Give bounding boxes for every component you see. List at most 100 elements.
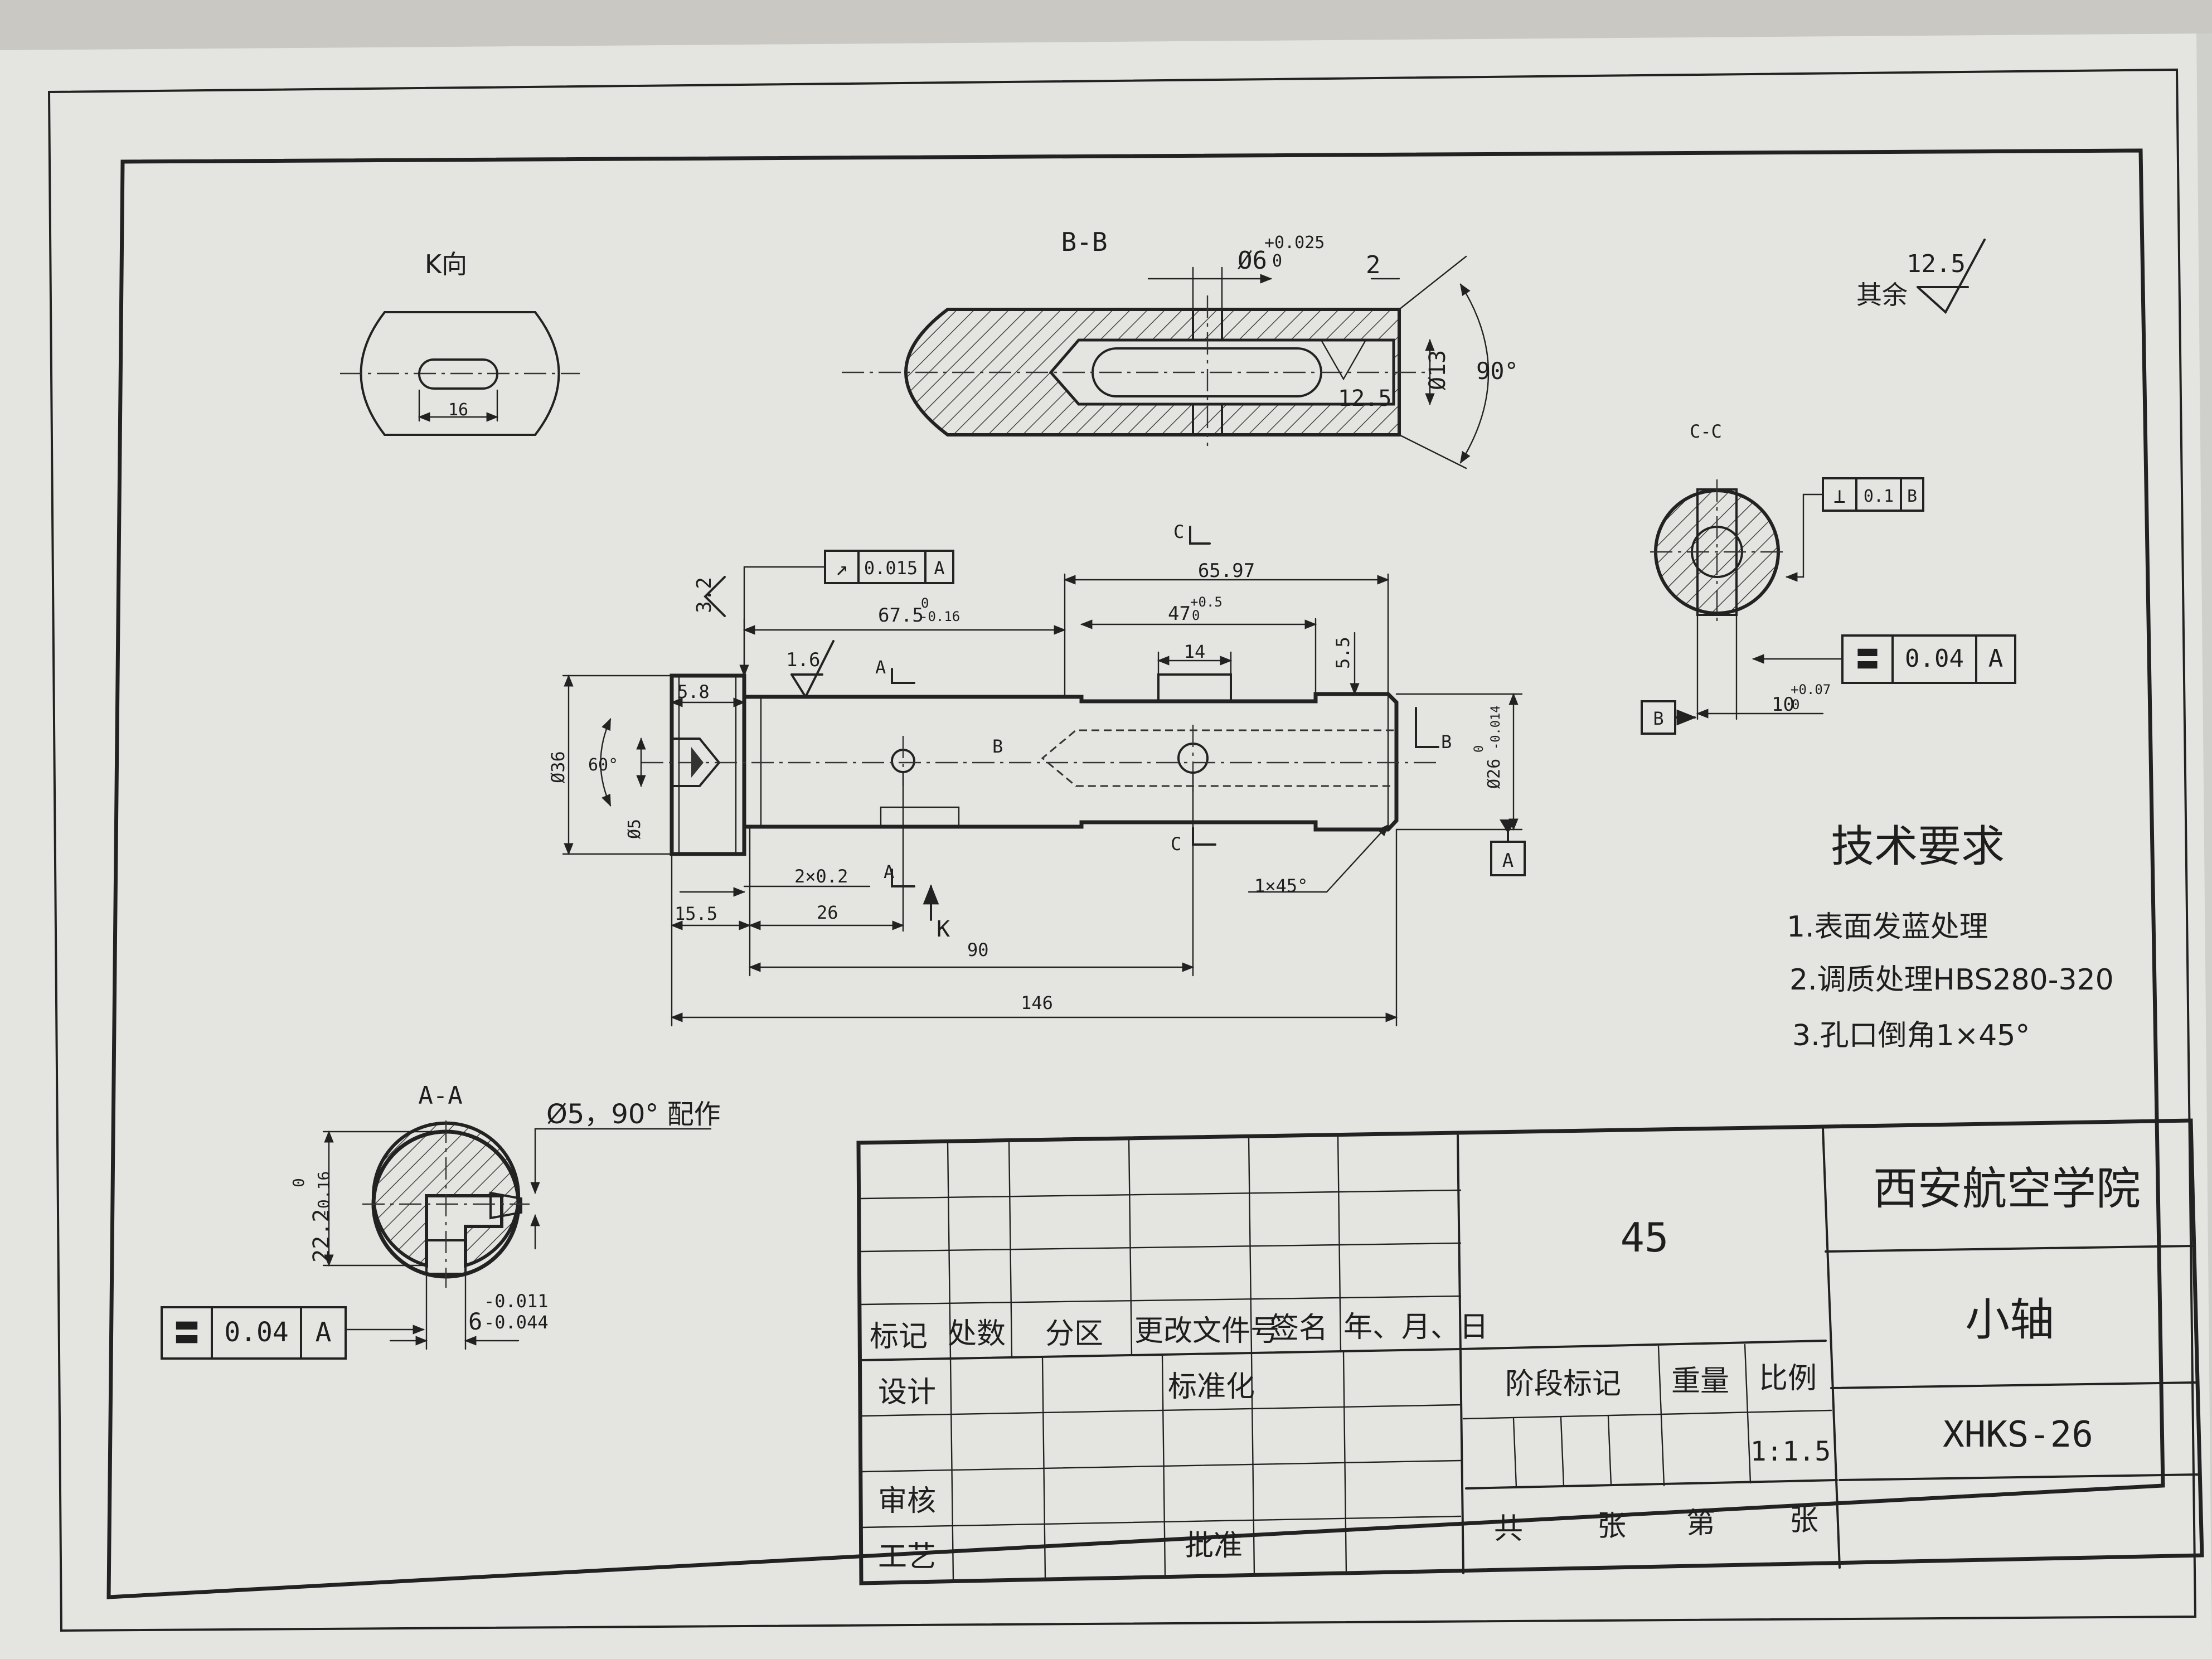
aa-width-tol-lower: -0.044 — [484, 1312, 549, 1333]
dim-47-upper: +0.5 — [1190, 594, 1223, 610]
roughness-end-symbol — [704, 576, 726, 617]
tb-design: 设计 — [878, 1376, 936, 1409]
k-view-outline — [360, 311, 560, 436]
k-view-slot — [418, 358, 498, 390]
datum-a: A — [1502, 850, 1514, 872]
runout-value: 0.015 — [864, 557, 918, 579]
datum-a-box — [1490, 841, 1526, 876]
aa-sym-symbol: 〓 — [173, 1318, 200, 1349]
cc-width-dim: 10 — [1772, 693, 1794, 716]
tb-signature: 签名 — [1270, 1312, 1328, 1345]
tb-standardize: 标准化 — [1168, 1370, 1255, 1404]
roughness-rest: 其余 12.5 — [1856, 239, 1986, 314]
dim-47-lower: 0 — [1192, 608, 1200, 623]
tb-school: 西安航空学院 — [1873, 1163, 2141, 1215]
dim-146: 146 — [1021, 992, 1053, 1013]
section-c-top: C — [1173, 521, 1184, 542]
tb-sheet-no: 第 — [1686, 1507, 1715, 1540]
bb-view: B-B Ø6 +0.025 0 2 Ø13 90° 12.5 — [842, 227, 1519, 469]
dim-d5: Ø5 — [625, 819, 644, 839]
tb-drawing-no: XHKS-26 — [1943, 1414, 2093, 1456]
dim-55: 5.5 — [1332, 637, 1354, 669]
roughness-end: 3.2 — [693, 577, 716, 613]
section-a-top: A — [875, 657, 886, 678]
keyway-top — [1157, 673, 1232, 702]
bb-hole-dim: Ø6 — [1238, 246, 1267, 275]
shaft-bore-hidden — [1041, 729, 1394, 787]
section-b-left: B — [992, 736, 1003, 757]
cc-perp-value: 0.1 — [1864, 487, 1894, 506]
title-block: 标记 处数 分区 更改文件号 签名 年、月、日 设计 标准化 审核 工艺 批准 … — [856, 1118, 2204, 1585]
aa-dia-dim: 22.2 — [309, 1209, 334, 1263]
aa-sym-datum: A — [316, 1317, 332, 1348]
bb-chamfer-dim: 2 — [1366, 251, 1381, 279]
dim-675-lower: -0.16 — [920, 609, 960, 624]
tb-process: 工艺 — [878, 1540, 936, 1574]
aa-dia-tol-lower: -0.16 — [314, 1171, 333, 1218]
aa-hole — [489, 1191, 522, 1220]
tech-requirements: 技术要求 1.表面发蓝处理 2.调质处理HBS280-320 3.孔口倒角1×4… — [1787, 822, 2114, 1052]
dim-47: 47 — [1168, 603, 1191, 625]
tb-stage-mark: 阶段标记 — [1505, 1367, 1621, 1401]
dim-d36: Ø36 — [547, 751, 569, 783]
paper-sheet — [0, 33, 2212, 1659]
aa-width-dim: 6 — [468, 1308, 482, 1335]
section-a-bottom: A — [884, 861, 894, 882]
tb-total: 共 — [1494, 1512, 1523, 1546]
tb-scale: 1:1.5 — [1750, 1436, 1831, 1467]
aa-note: Ø5，90° 配作 — [546, 1099, 721, 1130]
tb-mark: 标记 — [870, 1320, 928, 1354]
bb-roughness-symbol — [1320, 339, 1367, 381]
bb-angle-arc — [1459, 283, 1490, 464]
cc-view: C-C ⊥ 0.1 B 〓 0.04 A 10 +0.07 0 B — [1641, 421, 2016, 735]
aa-width-tol-upper: -0.011 — [484, 1291, 549, 1312]
tb-part-name: 小轴 — [1965, 1294, 2054, 1346]
dim-14: 14 — [1184, 641, 1206, 662]
cc-datum-b: B — [1653, 708, 1663, 729]
bb-view-label: B-B — [1061, 227, 1107, 257]
tech-req-title: 技术要求 — [1831, 822, 2005, 872]
cc-width-tol-upper: +0.07 — [1791, 682, 1831, 697]
tb-weight: 重量 — [1671, 1365, 1729, 1398]
bb-bore-dim: Ø13 — [1425, 350, 1451, 390]
tb-scale-label: 比例 — [1759, 1362, 1817, 1395]
dim-2x02: 2×0.2 — [794, 866, 848, 887]
roughness-rest-label: 其余 — [1856, 280, 1908, 310]
dim-d26-lower: -0.014 — [1489, 706, 1503, 750]
tech-req-item-2: 2.调质处理HBS280-320 — [1789, 963, 2114, 997]
roughness-surface-symbol — [790, 640, 835, 700]
tech-req-item-3: 3.孔口倒角1×45° — [1792, 1019, 2030, 1052]
aa-view: A-A Ø5，90° 配作 22.2 0 -0.16 6 -0.011 -0.0… — [161, 1081, 721, 1360]
tb-zone: 分区 — [1045, 1317, 1103, 1351]
bb-angle: 90° — [1476, 357, 1519, 385]
dim-d26-upper: 0 — [1472, 745, 1486, 753]
cc-view-label: C-C — [1690, 421, 1722, 442]
aa-view-label: A-A — [418, 1081, 462, 1110]
dim-675-upper: 0 — [921, 595, 929, 611]
dim-d26: Ø26 — [1485, 759, 1504, 789]
section-b-right: B — [1441, 731, 1452, 753]
dim-58: 5.8 — [677, 681, 710, 702]
runout-datum: A — [934, 557, 944, 579]
outer-trim-border — [47, 68, 2197, 1632]
cc-sym-datum: A — [1988, 644, 2004, 673]
chamfer-note: 1×45° — [1254, 875, 1308, 896]
bb-hole-tol-upper: +0.025 — [1264, 233, 1325, 253]
roughness-rest-symbol — [1917, 239, 1986, 314]
k-view-label: K向 — [425, 249, 467, 279]
keyway-bottom — [880, 806, 960, 828]
tech-req-item-1: 1.表面发蓝处理 — [1787, 910, 1988, 944]
cc-width-tol-lower: 0 — [1792, 697, 1799, 712]
drawing-frame — [106, 148, 2165, 1599]
tb-count: 处数 — [948, 1317, 1006, 1351]
table-edge — [0, 0, 2212, 50]
k-view: K向 16 — [340, 249, 580, 436]
tb-material: 45 — [1621, 1214, 1669, 1261]
main-view: A A C C B B K ↗ 0.015 A 3.2 1.6 65.97 67… — [547, 521, 1526, 1027]
dim-26: 26 — [817, 902, 838, 923]
cc-perp-symbol: ⊥ — [1833, 485, 1846, 508]
tb-change-doc: 更改文件号 — [1134, 1314, 1279, 1348]
tb-date: 年、月、日 — [1343, 1311, 1488, 1344]
